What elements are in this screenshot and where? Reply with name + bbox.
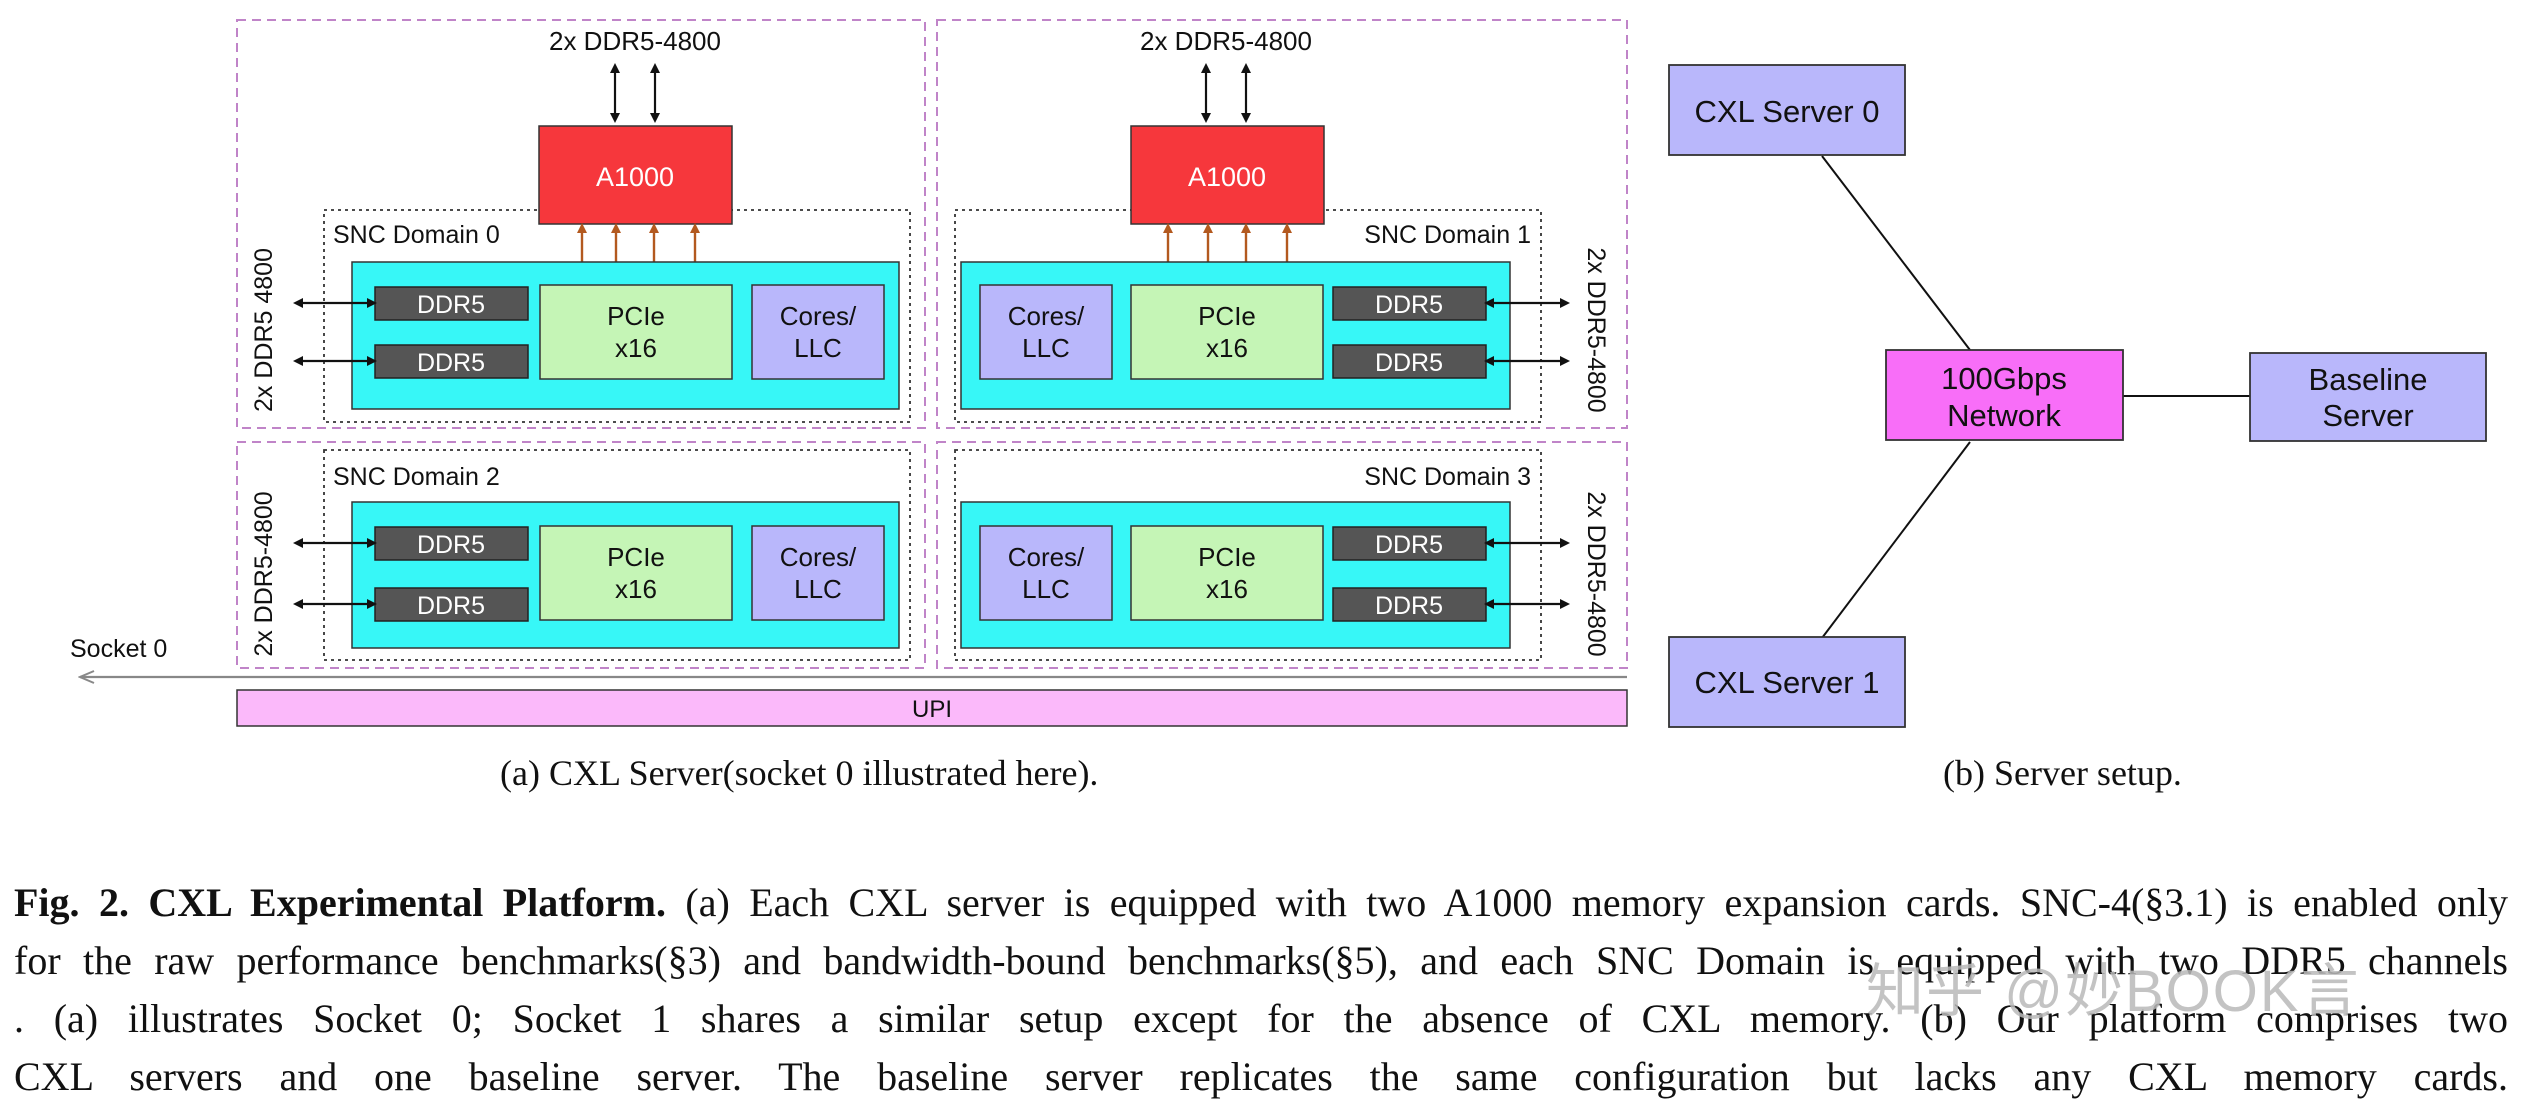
baseline-server-box — [2249, 352, 2487, 442]
subcaption-b: (b) Server setup. — [1943, 753, 2182, 793]
pcie-x16 — [539, 284, 733, 380]
upi-label: UPI — [912, 696, 952, 723]
cores-llc — [979, 525, 1113, 621]
svg-text:PCIe: PCIe — [1198, 301, 1256, 331]
svg-text:PCIe: PCIe — [607, 542, 665, 572]
svg-text:DDR5: DDR5 — [417, 592, 485, 620]
svg-text:DDR5: DDR5 — [1375, 592, 1443, 620]
svg-text:Cores/: Cores/ — [780, 542, 857, 572]
a1000-left-label: A1000 — [596, 162, 674, 192]
snc-domain-0-label: SNC Domain 0 — [333, 221, 500, 249]
top-ddr-arrows — [610, 63, 1251, 123]
top-left-ddr-label: 2x DDR5-4800 — [549, 26, 721, 56]
caption-line-2: for the raw performance benchmarks(§3) a… — [14, 938, 2508, 983]
cores-llc — [751, 284, 885, 380]
svg-text:LLC: LLC — [794, 574, 842, 604]
subcaption-a: (a) CXL Server(socket 0 illustrated here… — [500, 753, 1099, 793]
figure-caption: Fig. 2. CXL Experimental Platform. (a) E… — [14, 874, 2508, 1106]
pcie-x16 — [1130, 525, 1324, 621]
svg-text:DDR5: DDR5 — [1375, 349, 1443, 377]
snc-domain-1: Cores/ LLC PCIe x16 DDR5 DDR5 — [960, 261, 1511, 410]
quadrant-borders — [236, 19, 1628, 669]
cxl-server-1-label: CXL Server 1 — [1695, 665, 1880, 700]
cxl-server-0-box — [1668, 64, 1906, 156]
svg-text:Cores/: Cores/ — [1008, 301, 1085, 331]
network-links — [1821, 155, 2250, 639]
svg-text:DDR5: DDR5 — [417, 531, 485, 559]
cxl-server-1-box — [1668, 636, 1906, 728]
svg-text:DDR5: DDR5 — [1375, 531, 1443, 559]
snc-domain-0: DDR5 DDR5 PCIe x16 Cores/ LLC — [351, 261, 900, 410]
cores-llc — [979, 284, 1113, 380]
svg-text:DDR5: DDR5 — [417, 291, 485, 319]
caption-line-3: . (a) illustrates Socket 0; Socket 1 sha… — [14, 996, 2508, 1041]
network-box — [1885, 349, 2124, 441]
a1000-card-right — [1130, 125, 1325, 225]
svg-text:Cores/: Cores/ — [780, 301, 857, 331]
svg-text:PCIe: PCIe — [607, 301, 665, 331]
side-label-domain-3: 2x DDR5-4800 — [1582, 491, 1610, 656]
snc-domain-3: Cores/ LLC PCIe x16 DDR5 DDR5 — [960, 501, 1511, 649]
ddr5-module — [374, 286, 529, 321]
snc-domain-3-label: SNC Domain 3 — [1364, 463, 1531, 491]
caption-line-1: Fig. 2. CXL Experimental Platform. (a) E… — [14, 880, 2509, 925]
svg-text:x16: x16 — [615, 574, 657, 604]
side-label-domain-2: 2x DDR5-4800 — [250, 491, 278, 656]
baseline-label-2: Server — [2322, 398, 2413, 433]
cxl-server-0-label: CXL Server 0 — [1695, 94, 1880, 129]
svg-text:x16: x16 — [1206, 574, 1248, 604]
a1000-right-label: A1000 — [1188, 162, 1266, 192]
svg-text:Cores/: Cores/ — [1008, 542, 1085, 572]
snc-domain-1-label: SNC Domain 1 — [1364, 221, 1531, 249]
ddr5-module — [1332, 286, 1487, 321]
ddr5-module — [1332, 587, 1487, 622]
side-ddr-arrows — [293, 298, 1570, 609]
snc-domain-2-label: SNC Domain 2 — [333, 463, 500, 491]
svg-text:LLC: LLC — [794, 333, 842, 363]
caption-line-4: CXL servers and one baseline server. The… — [14, 1054, 2508, 1099]
snc-domain-2: DDR5 DDR5 PCIe x16 Cores/ LLC — [351, 501, 900, 649]
pcie-x16 — [1130, 284, 1324, 380]
cores-llc — [751, 525, 885, 621]
network-label-1: 100Gbps — [1941, 361, 2067, 396]
svg-text:PCIe: PCIe — [1198, 542, 1256, 572]
side-label-domain-0: 2x DDR5 4800 — [250, 248, 278, 412]
a1000-card-left — [538, 125, 733, 225]
svg-text:LLC: LLC — [1022, 333, 1070, 363]
svg-text:LLC: LLC — [1022, 574, 1070, 604]
svg-text:x16: x16 — [1206, 333, 1248, 363]
network-label-2: Network — [1947, 398, 2061, 433]
upi-bar — [236, 689, 1628, 727]
ddr5-module — [374, 344, 529, 379]
svg-text:DDR5: DDR5 — [1375, 291, 1443, 319]
side-label-domain-1: 2x DDR5-4800 — [1582, 247, 1610, 412]
baseline-label-1: Baseline — [2309, 362, 2428, 397]
socket-label: Socket 0 — [70, 635, 167, 663]
watermark: 知乎 @妙BOOK言 — [1866, 959, 2361, 1024]
pcie-x16 — [539, 525, 733, 621]
snc-dotted-borders — [323, 209, 1542, 661]
caption-label: Fig. 2. CXL Experimental Platform. — [14, 880, 666, 925]
ddr5-module — [1332, 526, 1487, 561]
ddr5-module — [374, 526, 529, 561]
figure-canvas: 2x DDR5-4800 2x DDR5-4800 A1000 A1000 SN… — [70, 19, 2487, 728]
svg-text:DDR5: DDR5 — [417, 349, 485, 377]
top-right-ddr-label: 2x DDR5-4800 — [1140, 26, 1312, 56]
svg-text:x16: x16 — [615, 333, 657, 363]
